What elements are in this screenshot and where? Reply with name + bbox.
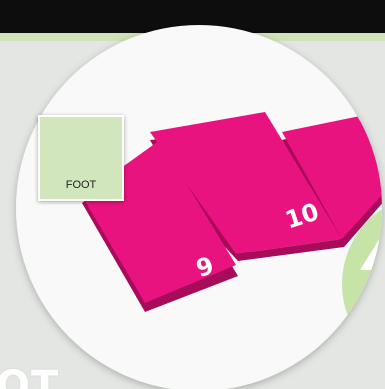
foot-card[interactable]: FOOT <box>38 115 124 201</box>
foot-card-label: FOOT <box>40 179 122 191</box>
